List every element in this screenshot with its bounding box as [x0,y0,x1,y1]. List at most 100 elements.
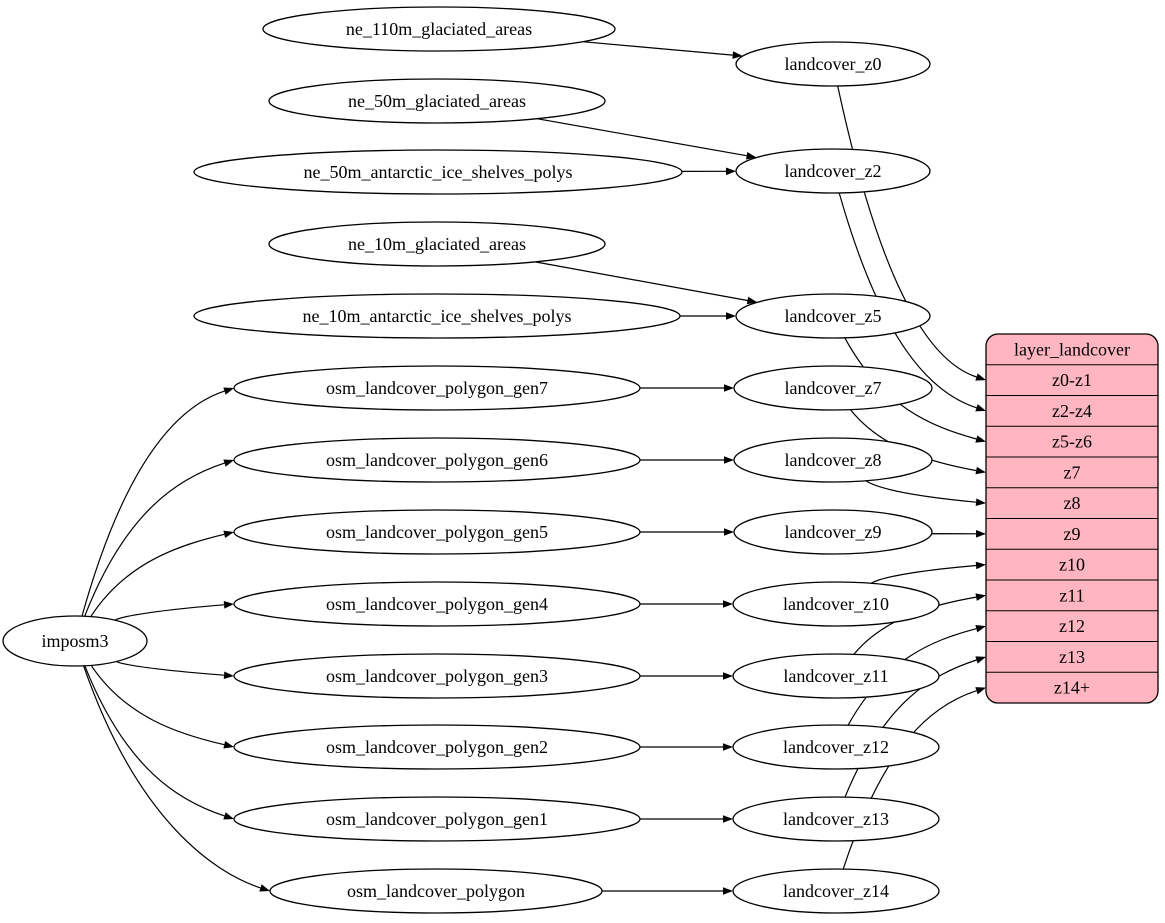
landcover-z12-label: landcover_z12 [783,737,889,757]
edge-imposm3-to-osm-landcover-polygon-gen7 [81,390,225,617]
arrowhead-edge-landcover-z13-to-layer-landcover-z13 [975,656,986,664]
landcover-z10-ellipse [732,581,940,627]
landcover-z9-ellipse [733,509,933,555]
arrowhead-edge-ne-50m-antarctic-ice-shelves-polys-to-landcover-z2 [725,167,737,176]
arrowhead-edge-osm-landcover-polygon-gen1-to-landcover-z13 [723,815,733,823]
record-row-z0-z1: z0-z1 [1052,370,1092,390]
osm-landcover-polygon-gen4-ellipse [233,581,641,627]
node-ne-10m-antarctic-ice-shelves-polys: ne_10m_antarctic_ice_shelves_polys [193,293,681,339]
osm-landcover-polygon-gen3-label: osm_landcover_polygon_gen3 [326,666,548,686]
arrowhead-edge-landcover-z10-to-layer-landcover-z10 [975,561,986,570]
node-ne-10m-glaciated-areas: ne_10m_glaciated_areas [268,221,606,267]
node-osm-landcover-polygon-gen1: osm_landcover_polygon_gen1 [233,796,641,842]
landcover-z11-ellipse [732,653,940,699]
node-ne-50m-antarctic-ice-shelves-polys: ne_50m_antarctic_ice_shelves_polys [193,149,683,195]
landcover-z14-ellipse [732,868,940,914]
arrowhead-edge-landcover-z11-to-layer-landcover-z11 [975,593,986,601]
record-row-z8: z8 [1064,493,1081,513]
osm-landcover-polygon-label: osm_landcover_polygon [347,881,525,901]
landcover-z8-ellipse [733,437,933,483]
node-landcover-z11: landcover_z11 [732,653,940,699]
osm-landcover-polygon-gen4-label: osm_landcover_polygon_gen4 [326,594,548,614]
landcover-z7-ellipse [733,365,933,411]
landcover-z11-label: landcover_z11 [783,666,888,686]
edge-imposm3-to-osm-landcover-polygon-gen4 [114,604,225,621]
edge-imposm3-to-osm-landcover-polygon [83,665,261,889]
arrowhead-edge-ne-10m-antarctic-ice-shelves-polys-to-landcover-z5 [726,312,736,320]
arrowhead-edge-osm-landcover-polygon-to-landcover-z14 [723,887,733,895]
landcover-z7-label: landcover_z7 [785,378,882,398]
osm-landcover-polygon-gen5-label: osm_landcover_polygon_gen5 [326,522,548,542]
arrowhead-edge-landcover-z7-to-layer-landcover-z7 [975,466,986,475]
edge-landcover-z2-to-layer-landcover-z2-z4 [838,192,977,409]
record-row-z11: z11 [1059,585,1084,605]
edge-imposm3-to-osm-landcover-polygon-gen6 [84,462,225,617]
ne-10m-antarctic-ice-shelves-polys-label: ne_10m_antarctic_ice_shelves_polys [303,306,572,326]
node-osm-landcover-polygon-gen3: osm_landcover_polygon_gen3 [233,653,641,699]
arrowhead-edge-imposm3-to-osm-landcover-polygon-gen7 [223,387,234,395]
ne-110m-glaciated-areas-label: ne_110m_glaciated_areas [346,19,532,39]
arrowhead-edge-ne-110m-glaciated-areas-to-landcover-z0 [732,51,743,59]
arrowhead-edge-imposm3-to-osm-landcover-polygon-gen6 [223,459,234,467]
landcover-z5-label: landcover_z5 [785,306,882,326]
arrowhead-edge-osm-landcover-polygon-gen4-to-landcover-z10 [723,600,733,608]
node-osm-landcover-polygon-gen2: osm_landcover_polygon_gen2 [233,724,641,770]
node-landcover-z5: landcover_z5 [735,293,931,339]
arrowhead-edge-imposm3-to-osm-landcover-polygon-gen4 [223,601,234,609]
landcover-z9-label: landcover_z9 [785,522,882,542]
edge-imposm3-to-osm-landcover-polygon-gen1 [84,665,225,817]
ne-10m-antarctic-ice-shelves-polys-ellipse [193,293,681,339]
landcover-z12-ellipse [732,724,940,770]
arrowhead-edge-osm-landcover-polygon-gen3-to-landcover-z11 [723,672,733,680]
osm-landcover-polygon-gen2-ellipse [233,724,641,770]
node-osm-landcover-polygon: osm_landcover_polygon [269,868,603,914]
landcover-z5-ellipse [735,293,931,339]
node-osm-landcover-polygon-gen5: osm_landcover_polygon_gen5 [233,509,641,555]
imposm3-ellipse [2,615,148,667]
ne-50m-antarctic-ice-shelves-polys-label: ne_50m_antarctic_ice_shelves_polys [304,162,573,182]
node-osm-landcover-polygon-gen7: osm_landcover_polygon_gen7 [233,365,641,411]
arrowhead-edge-imposm3-to-osm-landcover-polygon-gen5 [223,530,234,539]
node-ne-50m-glaciated-areas: ne_50m_glaciated_areas [268,78,606,124]
node-imposm3: imposm3 [2,615,148,667]
record-title: layer_landcover [1014,339,1130,359]
ne-110m-glaciated-areas-ellipse [262,6,616,52]
landcover-z10-label: landcover_z10 [783,594,889,614]
arrowhead-edge-imposm3-to-osm-landcover-polygon [259,884,270,892]
osm-landcover-polygon-gen1-ellipse [233,796,641,842]
record-row-z12: z12 [1059,616,1085,636]
node-landcover-z13: landcover_z13 [732,796,940,842]
edge-landcover-z14-to-layer-landcover-z14- [842,690,977,870]
edge-imposm3-to-osm-landcover-polygon-gen3 [116,660,225,676]
record-row-z13: z13 [1059,647,1085,667]
record-row-z14-: z14+ [1054,678,1090,698]
edge-ne-10m-glaciated-areas-to-landcover-z5 [535,261,748,302]
arrowhead-edge-imposm3-to-osm-landcover-polygon-gen2 [223,741,234,749]
osm-landcover-polygon-gen7-ellipse [233,365,641,411]
arrowhead-edge-osm-landcover-polygon-gen2-to-landcover-z12 [723,743,733,751]
edge-landcover-z12-to-layer-landcover-z12 [847,628,977,726]
landcover-z13-ellipse [732,796,940,842]
node-ne-110m-glaciated-areas: ne_110m_glaciated_areas [262,6,616,52]
osm-landcover-polygon-gen1-label: osm_landcover_polygon_gen1 [326,809,548,829]
arrowhead-edge-imposm3-to-osm-landcover-polygon-gen3 [223,671,234,680]
arrowhead-edge-osm-landcover-polygon-gen6-to-landcover-z8 [724,456,734,464]
arrowhead-edge-landcover-z5-to-layer-landcover-z5-z6 [975,435,986,443]
node-landcover-z12: landcover_z12 [732,724,940,770]
arrowhead-edge-landcover-z9-to-layer-landcover-z9 [975,530,986,538]
record-row-z5-z6: z5-z6 [1052,432,1092,452]
arrowhead-edge-landcover-z12-to-layer-landcover-z12 [975,625,986,633]
node-osm-landcover-polygon-gen6: osm_landcover_polygon_gen6 [233,437,641,483]
imposm3-label: imposm3 [41,631,108,651]
edge-ne-50m-glaciated-areas-to-landcover-z2 [536,118,747,157]
ne-10m-glaciated-areas-label: ne_10m_glaciated_areas [348,234,526,254]
edge-ne-110m-glaciated-areas-to-landcover-z0 [582,41,733,56]
landcover-z0-label: landcover_z0 [785,54,882,74]
osm-landcover-polygon-gen6-label: osm_landcover_polygon_gen6 [326,450,548,470]
arrowhead-edge-osm-landcover-polygon-gen5-to-landcover-z9 [724,528,734,536]
ne-50m-glaciated-areas-label: ne_50m_glaciated_areas [348,91,526,111]
osm-landcover-polygon-gen3-ellipse [233,653,641,699]
arrowhead-edge-landcover-z0-to-layer-landcover-z0-z1 [975,373,986,381]
